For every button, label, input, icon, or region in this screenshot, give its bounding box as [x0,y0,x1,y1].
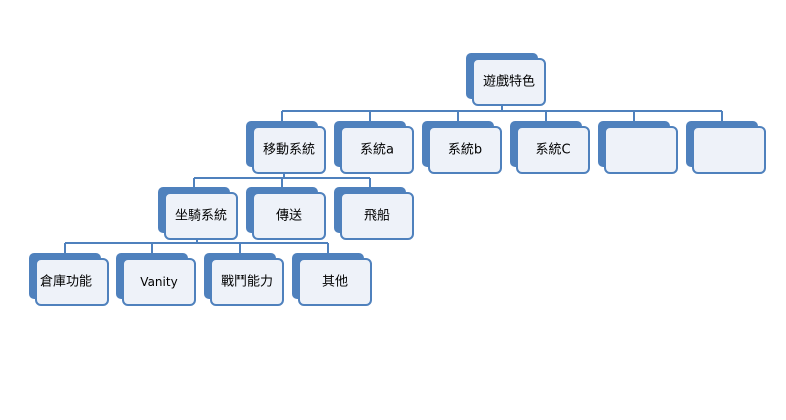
node-mount-system: 坐騎系統 [158,187,238,240]
node-storage: 倉庫功能 [29,253,109,306]
node-mount-system-label: 坐騎系統 [175,209,227,224]
node-other-label: 其他 [322,275,348,290]
node-root-label: 遊戲特色 [483,74,535,90]
connector-movement [193,171,371,187]
node-combat: 戰鬥能力 [204,253,284,306]
node-system-a-label: 系統a [360,143,394,158]
node-empty-1 [598,121,678,174]
node-storage-label: 倉庫功能 [40,275,92,290]
node-airship: 飛船 [334,187,414,240]
node-system-c-label: 系統C [535,143,570,158]
node-system-a: 系統a [334,121,414,174]
node-airship-label: 飛船 [364,209,390,224]
node-system-b-label: 系統b [448,143,482,158]
node-combat-label: 戰鬥能力 [221,275,273,290]
node-other: 其他 [292,253,372,306]
node-teleport: 傳送 [246,187,326,240]
node-system-c: 系統C [510,121,590,174]
node-root: 遊戲特色 [466,53,546,106]
node-movement-system: 移動系統 [246,121,326,174]
node-empty-2 [686,121,766,174]
node-teleport-label: 傳送 [276,209,302,224]
node-vanity: Vanity [116,253,196,306]
node-system-b: 系統b [422,121,502,174]
node-vanity-label: Vanity [140,275,177,289]
node-movement-system-label: 移動系統 [263,143,315,158]
